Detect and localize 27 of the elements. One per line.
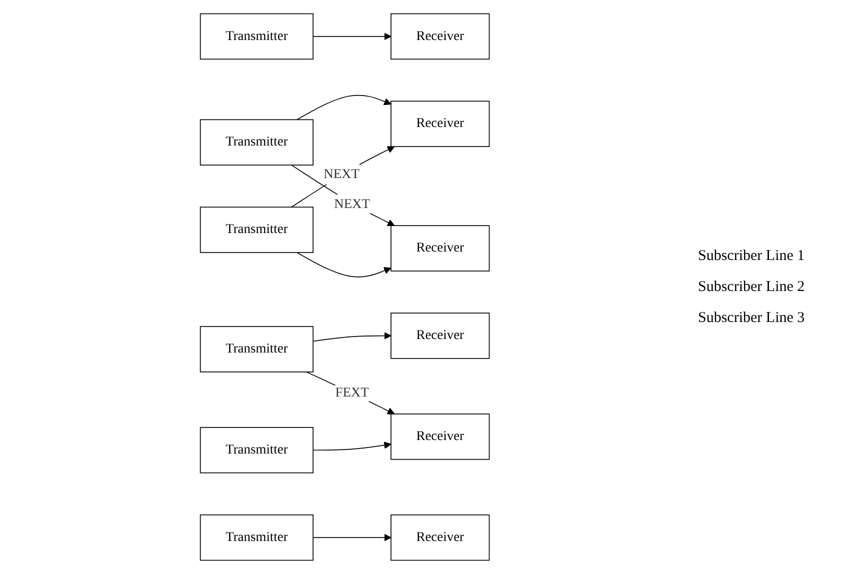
arrow	[312, 332, 392, 342]
node-box: Receiver	[390, 312, 490, 359]
arrow	[296, 94, 392, 120]
node-box: Receiver	[390, 225, 490, 272]
node-box: Receiver	[390, 100, 490, 147]
node-box: Transmitter	[200, 326, 314, 372]
node-box: Receiver	[390, 13, 490, 60]
arrow	[291, 146, 395, 208]
arrow	[312, 534, 392, 542]
arrow	[312, 442, 392, 451]
arrow	[296, 252, 392, 278]
edge-label: NEXT	[324, 166, 360, 182]
arrow	[306, 372, 395, 414]
arrow	[291, 164, 395, 226]
node-box: Transmitter	[200, 13, 314, 60]
line-label: Subscriber Line 2	[698, 278, 806, 296]
edge-label: NEXT	[334, 197, 370, 212]
line-label: Subscriber Line 3	[698, 310, 806, 326]
node-box: Transmitter	[200, 206, 314, 253]
edge-label: FEXT	[335, 385, 370, 400]
node-box: Receiver	[390, 414, 490, 460]
node-box: Transmitter	[200, 514, 314, 561]
node-box: Transmitter	[200, 427, 314, 474]
node-box: Transmitter	[200, 119, 314, 166]
arrow	[312, 32, 392, 40]
node-box: Receiver	[390, 514, 490, 561]
line-label: Subscriber Line 1	[698, 248, 806, 264]
